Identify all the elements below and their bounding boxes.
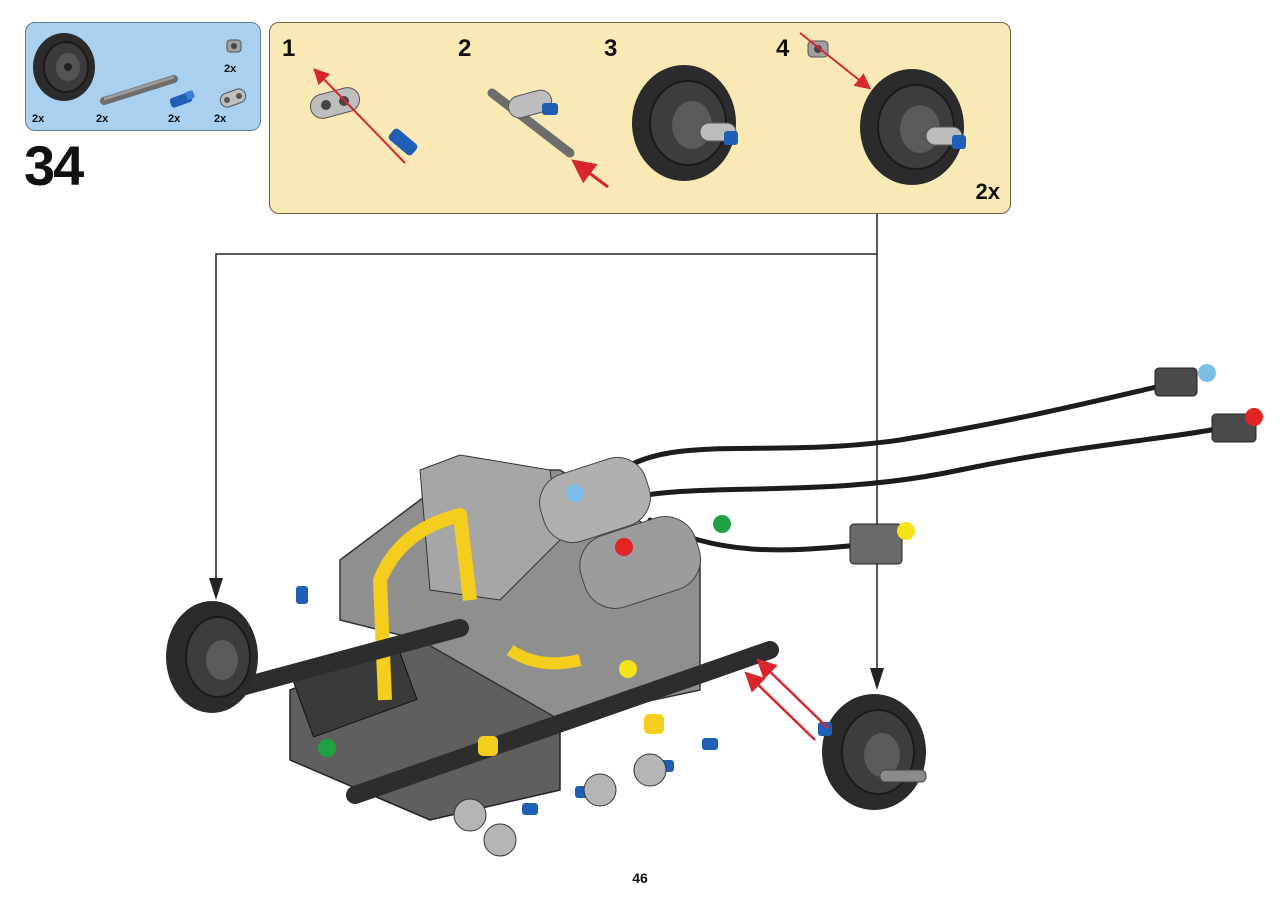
lower-rollers: [453, 753, 667, 857]
substep-3-label: 3: [604, 35, 618, 62]
callout-leader-lines: [209, 214, 884, 690]
substep-1-illustration: [309, 68, 418, 164]
green-marker: [713, 515, 731, 533]
substep-1-label: 1: [282, 35, 296, 62]
light-blue-marker: [1198, 364, 1216, 382]
yellow-frame: [373, 508, 582, 701]
step-number: 34: [24, 134, 84, 197]
substep-multiplier: 2x: [975, 179, 1000, 204]
light-blue-marker: [566, 484, 584, 502]
axle-quantity: 2x: [96, 113, 109, 125]
right-wheel: [818, 694, 927, 810]
parts-list-illustration: [33, 33, 247, 108]
beam-quantity: 2x: [214, 113, 227, 125]
insertion-arrows: [744, 658, 829, 741]
substep-3-illustration: [632, 65, 738, 181]
substep-2-label: 2: [458, 35, 472, 62]
substep-4-label: 4: [776, 35, 790, 62]
bushing-quantity: 2x: [224, 63, 237, 75]
red-marker: [1245, 408, 1263, 426]
motors: [539, 457, 701, 609]
page-number: 46: [632, 870, 648, 886]
pin-connectors: [296, 586, 718, 815]
yellow-marker: [619, 660, 637, 678]
substep-2-illustration: [487, 88, 609, 189]
subassembly-illustration: [309, 32, 966, 189]
blue-pin-part-icon: [169, 90, 195, 108]
chassis-beams: [221, 619, 779, 804]
green-marker: [318, 739, 336, 757]
wheel-part-icon: [33, 33, 95, 101]
yellow-marker: [897, 522, 915, 540]
cable-connectors: [849, 367, 1257, 565]
subassembly-box: 1 2 3 4 2x: [269, 22, 1011, 214]
color-markers: [318, 364, 1263, 757]
motor-cables: [607, 382, 1225, 553]
bushing-part-icon: [226, 39, 242, 53]
substep-4-illustration: [799, 32, 966, 185]
blue-pin-quantity: 2x: [168, 113, 181, 125]
wheel-quantity: 2x: [32, 113, 45, 125]
axle-part-icon: [100, 75, 178, 105]
left-wheel: [166, 601, 258, 713]
red-marker: [615, 538, 633, 556]
beam-part-icon: [219, 88, 247, 108]
parts-list-box: 2x 2x 2x 2x 2x: [25, 22, 261, 131]
